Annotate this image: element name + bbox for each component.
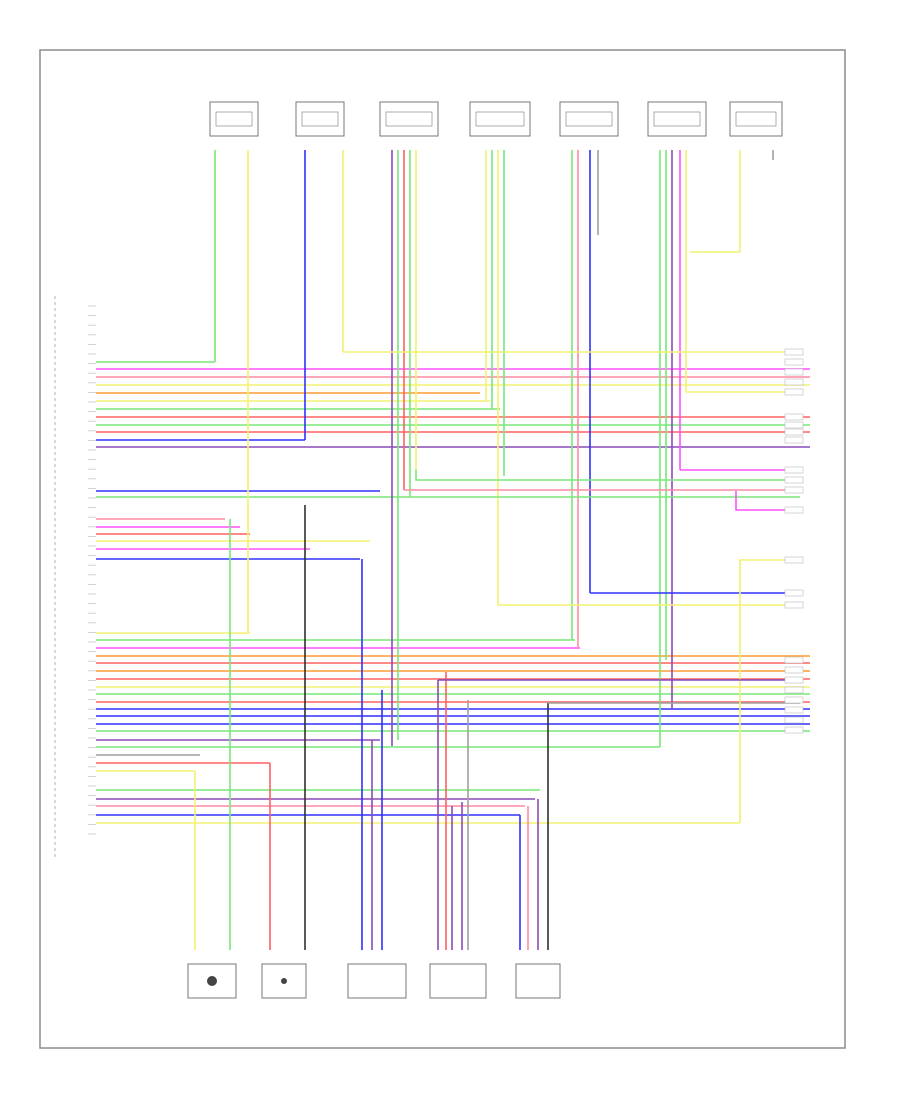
right-terminal bbox=[784, 476, 804, 484]
connector-pin-block bbox=[385, 111, 433, 127]
top-component bbox=[295, 101, 345, 137]
component-group bbox=[187, 101, 804, 999]
right-terminal bbox=[784, 556, 804, 564]
diagram-border bbox=[39, 49, 846, 1049]
right-terminal bbox=[784, 413, 804, 421]
right-terminal bbox=[784, 726, 804, 734]
wire-group bbox=[96, 150, 810, 950]
connector-pin-block bbox=[735, 111, 777, 127]
connector-housing bbox=[379, 101, 439, 137]
right-terminal bbox=[784, 666, 804, 674]
connector-housing bbox=[515, 963, 561, 999]
top-component bbox=[559, 101, 619, 137]
sensor-element bbox=[281, 978, 287, 984]
connector-housing bbox=[347, 963, 407, 999]
component-wire bbox=[735, 491, 800, 511]
connector-pin-block bbox=[301, 111, 339, 127]
right-terminal bbox=[784, 358, 804, 366]
right-terminal bbox=[784, 428, 804, 436]
right-terminal bbox=[784, 348, 804, 356]
right-terminal bbox=[784, 696, 804, 704]
component-wire bbox=[739, 559, 800, 823]
connector-housing bbox=[295, 101, 345, 137]
top-component bbox=[469, 101, 531, 137]
connector-housing bbox=[429, 963, 487, 999]
top-component bbox=[729, 101, 783, 137]
bottom-component bbox=[515, 963, 561, 999]
connector-pin-block bbox=[475, 111, 525, 127]
component-wire bbox=[415, 470, 800, 481]
right-terminal bbox=[784, 676, 804, 684]
right-terminal bbox=[784, 686, 804, 694]
right-terminal bbox=[784, 716, 804, 724]
right-terminal bbox=[784, 589, 804, 597]
connector-housing bbox=[469, 101, 531, 137]
right-terminal bbox=[784, 506, 804, 514]
right-terminal bbox=[784, 601, 804, 609]
top-component bbox=[209, 101, 259, 137]
connector-pin-block bbox=[215, 111, 253, 127]
right-terminal bbox=[784, 486, 804, 494]
right-terminal bbox=[784, 436, 804, 444]
engine-control-module bbox=[54, 296, 96, 858]
top-component bbox=[647, 101, 707, 137]
connector-pin-block bbox=[565, 111, 613, 127]
right-terminal bbox=[784, 466, 804, 474]
sensor-element bbox=[207, 976, 217, 986]
right-terminal bbox=[784, 421, 804, 429]
top-component bbox=[379, 101, 439, 137]
connector-housing bbox=[209, 101, 259, 137]
connector-housing bbox=[647, 101, 707, 137]
right-terminal bbox=[784, 368, 804, 376]
right-terminal bbox=[784, 388, 804, 396]
bottom-component bbox=[429, 963, 487, 999]
bottom-component bbox=[347, 963, 407, 999]
right-terminal bbox=[784, 706, 804, 714]
connector-pin-block bbox=[653, 111, 701, 127]
right-terminal bbox=[784, 378, 804, 386]
connector-housing bbox=[559, 101, 619, 137]
connector-housing bbox=[729, 101, 783, 137]
right-terminal bbox=[784, 656, 804, 664]
